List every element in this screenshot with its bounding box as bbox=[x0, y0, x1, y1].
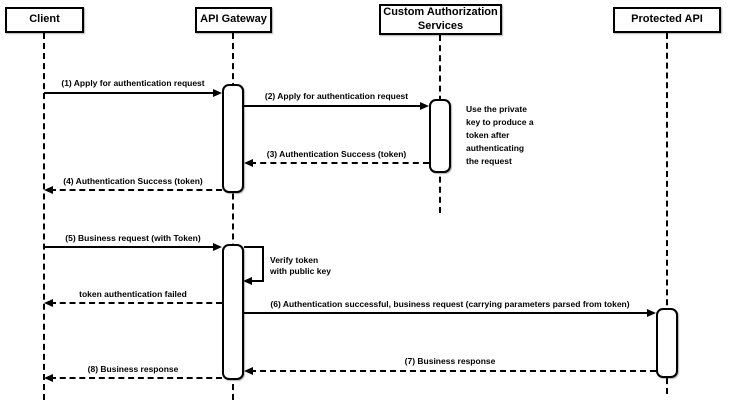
message-label-8: (8) Business response bbox=[87, 364, 179, 374]
message-label-2: (2) Apply for authentication request bbox=[264, 91, 409, 101]
self-message-verify-token bbox=[243, 246, 264, 285]
arrowhead-icon bbox=[243, 277, 252, 285]
lifeline-api-gateway bbox=[232, 33, 234, 400]
arrow-line bbox=[50, 302, 222, 304]
activation-bar-api-gateway-auth bbox=[222, 84, 244, 193]
actor-protected-api-label: Protected API bbox=[631, 13, 703, 26]
message-arrow-7 bbox=[244, 366, 656, 376]
lifeline-client bbox=[43, 33, 45, 400]
message-label-3: (3) Authentication Success (token) bbox=[266, 149, 407, 159]
arrowhead-icon bbox=[244, 159, 253, 167]
arrowhead-icon bbox=[44, 374, 53, 382]
actor-custom-authorization-services: Custom Authorization Services bbox=[379, 4, 502, 35]
message-label-4: (4) Authentication Success (token) bbox=[63, 176, 203, 186]
self-message-label: Verify token with public key bbox=[270, 255, 331, 276]
arrowhead-icon bbox=[44, 186, 53, 194]
arrowhead-icon bbox=[244, 367, 253, 375]
message-arrow-2 bbox=[244, 101, 429, 111]
actor-protected-api: Protected API bbox=[613, 7, 721, 33]
activation-bar-custom-auth-services bbox=[429, 99, 451, 173]
activation-bar-protected-api bbox=[656, 308, 678, 378]
actor-client: Client bbox=[5, 7, 84, 33]
message-arrow-3 bbox=[244, 158, 429, 168]
arrow-line bbox=[44, 246, 216, 248]
actor-custom-authorization-services-label: Custom Authorization Services bbox=[383, 5, 498, 32]
self-loop-line bbox=[250, 280, 264, 282]
arrow-line bbox=[250, 162, 429, 164]
lifeline-protected-api bbox=[666, 33, 668, 394]
message-arrow-4 bbox=[44, 185, 222, 195]
arrowhead-icon bbox=[213, 89, 222, 97]
message-label-auth-failed: token authentication failed bbox=[79, 289, 187, 299]
actor-client-label: Client bbox=[29, 13, 60, 26]
arrow-line bbox=[250, 370, 656, 372]
message-label-7: (7) Business response bbox=[404, 356, 496, 366]
arrowhead-icon bbox=[647, 309, 656, 317]
arrow-line bbox=[44, 92, 216, 94]
message-label-6: (6) Authentication successful, business … bbox=[270, 299, 630, 309]
self-loop-line bbox=[262, 246, 264, 282]
arrowhead-icon bbox=[213, 243, 222, 251]
arrowhead-icon bbox=[420, 102, 429, 110]
message-arrow-auth-failed bbox=[44, 298, 222, 308]
arrow-line bbox=[50, 377, 222, 379]
actor-api-gateway: API Gateway bbox=[195, 7, 272, 33]
note-private-key: Use the private key to produce a token a… bbox=[466, 104, 534, 166]
message-label-5: (5) Business request (with Token) bbox=[65, 233, 201, 243]
activation-bar-api-gateway-business bbox=[222, 244, 244, 380]
arrow-line bbox=[244, 105, 423, 107]
actor-api-gateway-label: API Gateway bbox=[200, 13, 267, 26]
message-arrow-5 bbox=[44, 242, 222, 252]
message-arrow-8 bbox=[44, 373, 222, 383]
self-loop-line bbox=[244, 246, 264, 248]
arrow-line bbox=[244, 312, 650, 314]
message-arrow-6 bbox=[244, 308, 656, 318]
message-arrow-1 bbox=[44, 88, 222, 98]
arrow-line bbox=[50, 189, 222, 191]
message-label-1: (1) Apply for authentication request bbox=[61, 78, 205, 88]
arrowhead-icon bbox=[44, 299, 53, 307]
